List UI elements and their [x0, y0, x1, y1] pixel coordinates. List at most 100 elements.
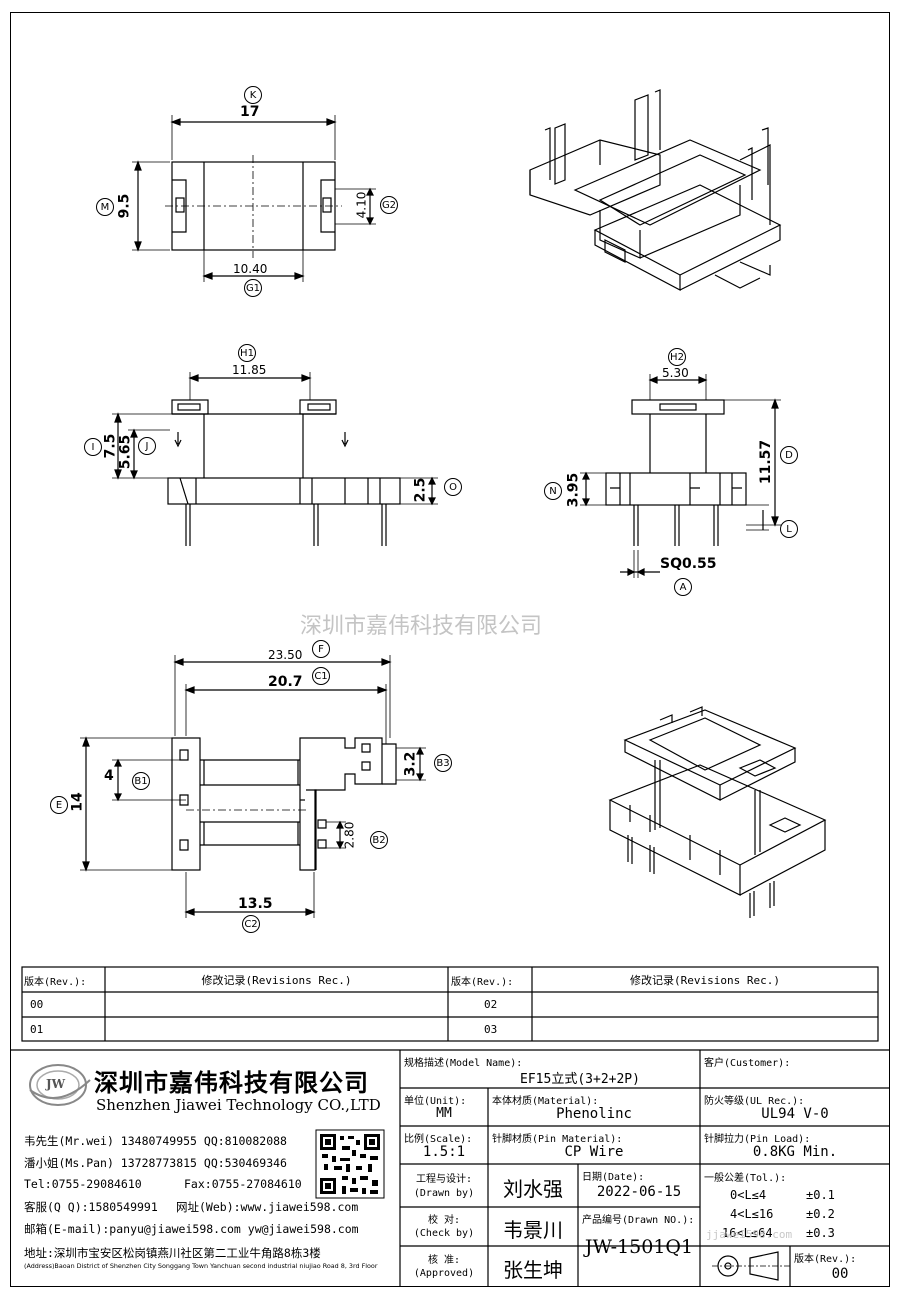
ul-label: 防火等级(UL Rec.):: [704, 1096, 805, 1107]
date-value: 2022-06-15: [596, 1184, 682, 1200]
check-label-cn: 校 对:: [427, 1215, 461, 1226]
label-a: A: [674, 578, 692, 596]
fax: Fax:0755-27084610: [184, 1177, 302, 1191]
email: 邮箱(E-mail):panyu@jiawei598.com yw@jiawei…: [24, 1222, 359, 1236]
revision-table-lines: [21, 966, 879, 1042]
drawn-no-label: 产品编号(Drawn NO.):: [582, 1215, 695, 1226]
approved-label-cn: 核 准:: [427, 1255, 461, 1266]
company-logo: [29, 1064, 91, 1106]
tol-range-2: 4<L≤16: [730, 1207, 774, 1221]
material-value: Phenolinc: [556, 1106, 632, 1122]
rev-row-1-left: 00: [30, 998, 44, 1011]
website-watermark: jjawei598.com: [706, 1228, 793, 1241]
approved-label-en: (Approved): [413, 1268, 475, 1279]
tol-value-1: ±0.1: [806, 1188, 835, 1202]
bottom-view: [80, 655, 426, 918]
tol-range-3: 16<L≤64: [722, 1226, 773, 1240]
dim-f: 23.50: [268, 648, 303, 662]
label-k: K: [244, 86, 262, 104]
pin-load-label: 针脚拉力(Pin Load):: [704, 1134, 811, 1145]
material-label: 本体材质(Material):: [492, 1096, 599, 1107]
title-block-lines: [10, 1049, 890, 1287]
dim-g1: 10.40: [233, 262, 268, 276]
label-i: I: [84, 438, 102, 456]
iso-view-top: [529, 89, 782, 291]
label-c2: C2: [242, 915, 260, 933]
label-j: J: [138, 437, 156, 455]
label-d: D: [780, 446, 798, 464]
dim-b2: 2.80: [342, 821, 357, 849]
tol-value-2: ±0.2: [806, 1207, 835, 1221]
approved-by-signature: 张生坤: [503, 1258, 563, 1282]
label-b3: B3: [434, 754, 452, 772]
dim-b3: 3.2: [402, 751, 419, 777]
rec-col-header-left: 修改记录(Revisions Rec.): [201, 974, 352, 987]
rev-col-header-left: 版本(Rev.):: [24, 977, 87, 988]
unit-value: MM: [436, 1106, 452, 1121]
rev-col-header-right: 版本(Rev.):: [451, 977, 514, 988]
dim-i: 7.5: [102, 433, 119, 459]
address-en: (Address)Baoan District of Shenzhen City…: [24, 1262, 378, 1270]
rev-row-1-right: 02: [484, 998, 498, 1011]
pin-material-label: 针脚材质(Pin Material):: [492, 1134, 623, 1145]
date-label: 日期(Date):: [582, 1172, 645, 1183]
label-o: O: [444, 478, 462, 496]
dim-b1: 4: [104, 768, 114, 784]
logo-text: JW: [46, 1077, 66, 1091]
company-name-cn: 深圳市嘉伟科技有限公司: [94, 1069, 369, 1097]
tel: Tel:0755-29084610: [24, 1177, 142, 1191]
label-g2: G2: [380, 196, 398, 214]
rev-value: 00: [831, 1266, 849, 1282]
dim-n: 3.95: [565, 472, 582, 508]
scale-value: 1.5:1: [422, 1144, 466, 1160]
iso-view-bottom: [608, 706, 827, 918]
model-value: EF15立式(3+2+2P): [520, 1072, 640, 1087]
side-view: [580, 374, 781, 578]
label-h2: H2: [668, 348, 686, 366]
drawn-label-cn: 工程与设计:: [415, 1174, 473, 1185]
label-b2: B2: [370, 831, 388, 849]
dim-c1: 20.7: [268, 674, 303, 690]
dim-o: 2.5: [412, 477, 429, 503]
contact-pan: 潘小姐(Ms.Pan) 13728773815 QQ:530469346: [24, 1156, 287, 1170]
label-g1: G1: [244, 279, 262, 297]
ul-value: UL94 V-0: [761, 1106, 829, 1122]
watermark: 深圳市嘉伟科技有限公司: [300, 614, 543, 639]
model-label: 规格描述(Model Name):: [404, 1058, 523, 1069]
scale-label: 比例(Scale):: [404, 1134, 473, 1145]
drawn-label-en: (Drawn by): [413, 1188, 475, 1199]
front-view: [112, 372, 438, 546]
service-qq: 客服(Q Q):1580549991: [24, 1200, 158, 1214]
check-by-signature: 韦景川: [503, 1218, 563, 1242]
label-h1: H1: [238, 344, 256, 362]
website: 网址(Web):www.jiawei598.com: [176, 1200, 359, 1214]
drawing-frame: [10, 12, 890, 1287]
dim-j: 5.65: [117, 434, 134, 470]
rev-row-2-left: 01: [30, 1023, 44, 1036]
tol-label: 一般公差(Tol.):: [704, 1173, 787, 1184]
customer-label: 客户(Customer):: [704, 1058, 791, 1069]
rec-col-header-right: 修改记录(Revisions Rec.): [630, 974, 780, 987]
tol-value-3: ±0.3: [806, 1226, 835, 1240]
contact-wei: 韦先生(Mr.wei) 13480749955 QQ:810082088: [24, 1134, 287, 1148]
qr-code: [315, 1129, 385, 1199]
label-b1: B1: [132, 772, 150, 790]
dim-g2: 4.10: [354, 191, 369, 219]
pin-load-value: 0.8KG Min.: [752, 1144, 838, 1160]
dim-c2: 13.5: [238, 896, 273, 912]
address-cn: 地址:深圳市宝安区松岗镇燕川社区第二工业牛角路8栋3楼: [24, 1246, 321, 1260]
dim-h2: 5.30: [662, 366, 689, 380]
dim-h1: 11.85: [232, 363, 267, 377]
unit-label: 单位(Unit):: [404, 1096, 467, 1107]
label-l: L: [780, 520, 798, 538]
drawn-by-signature: 刘水强: [503, 1177, 563, 1201]
check-label-en: (Check by): [413, 1228, 475, 1239]
label-e: E: [50, 796, 68, 814]
label-n: N: [544, 482, 562, 500]
label-f: F: [312, 640, 330, 658]
dim-d: 11.57: [758, 439, 775, 485]
dim-a: SQ0.55: [660, 556, 717, 572]
dim-k: 17: [240, 104, 260, 120]
top-view: [132, 115, 376, 282]
